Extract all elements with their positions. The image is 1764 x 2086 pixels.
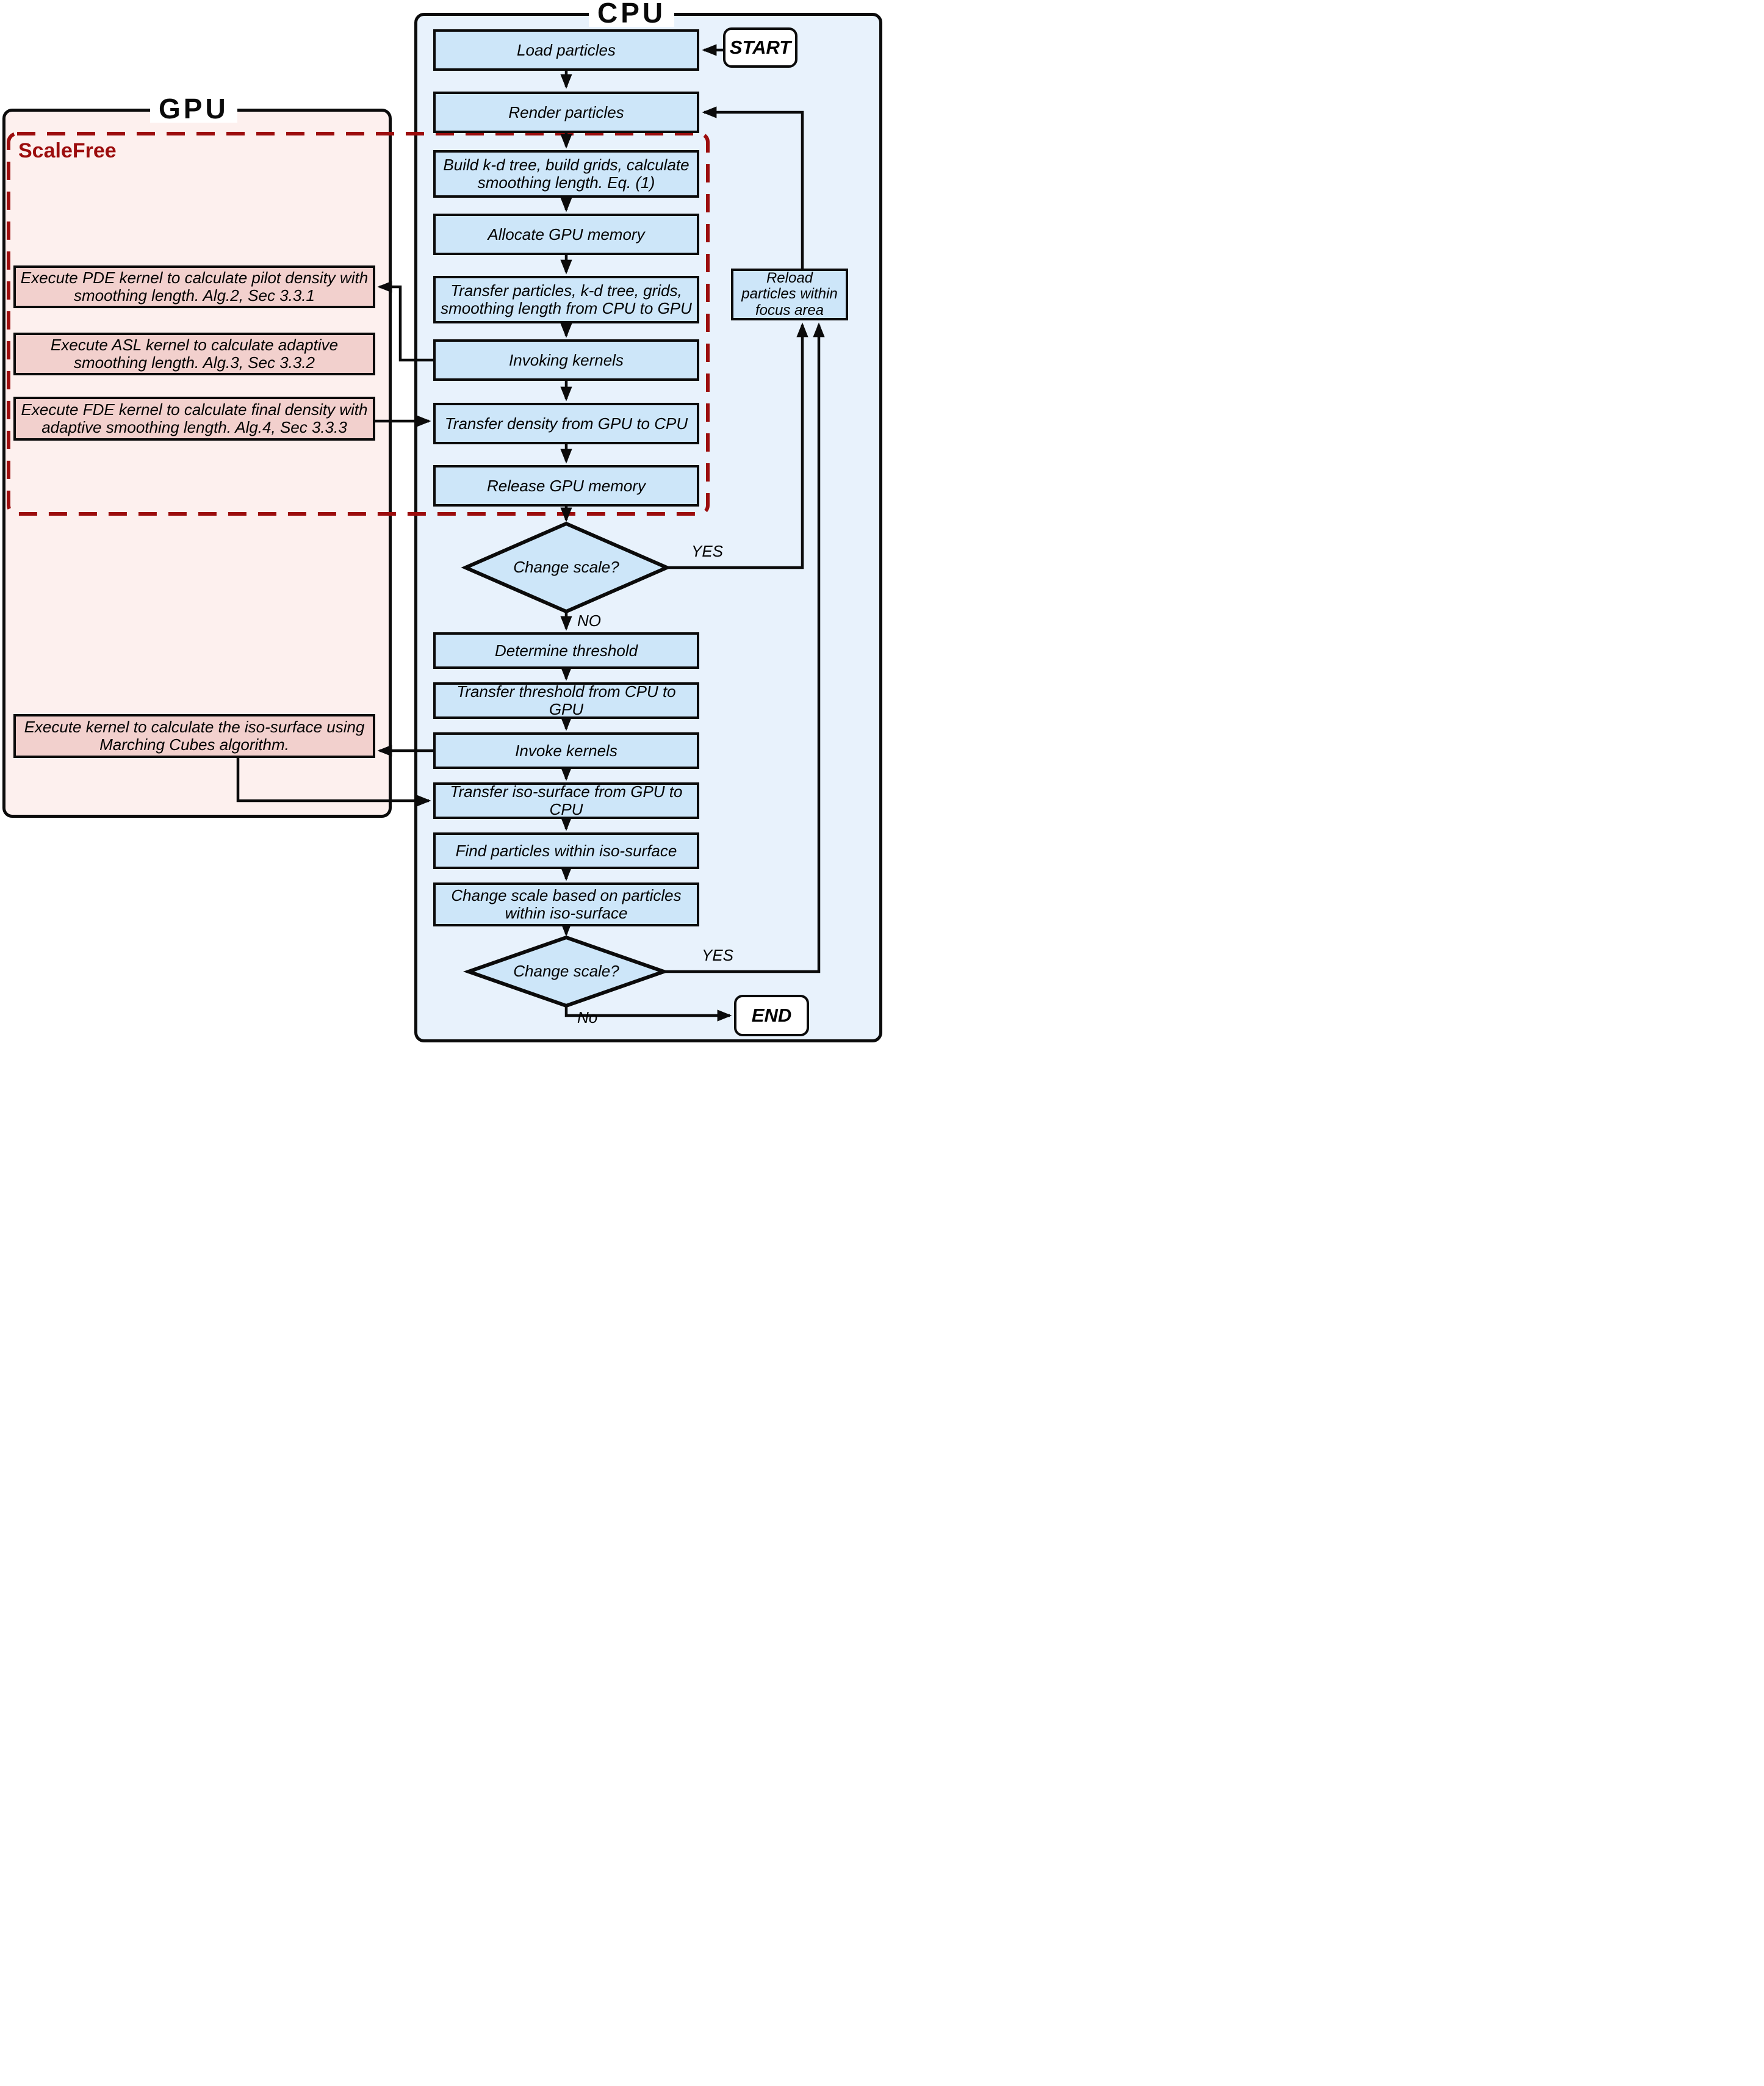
- cpu-step-invoke-kernels: Invoke kernels: [433, 732, 699, 769]
- cpu-step-reload-particles: Reload particles within focus area: [731, 269, 848, 320]
- cpu-step-transfer-density: Transfer density from GPU to CPU: [433, 403, 699, 444]
- cpu-step-transfer-isosurface: Transfer iso-surface from GPU to CPU: [433, 782, 699, 819]
- scalefree-dashed-region: [7, 132, 710, 516]
- gpu-step-asl-kernel: Execute ASL kernel to calculate adaptive…: [13, 333, 375, 375]
- cpu-step-change-scale-based: Change scale based on particles within i…: [433, 882, 699, 926]
- gpu-step-fde-kernel: Execute FDE kernel to calculate final de…: [13, 397, 375, 441]
- cpu-step-invoking-kernels: Invoking kernels: [433, 339, 699, 381]
- connector-yes-1: [667, 322, 808, 569]
- cpu-step-build-kd-tree: Build k-d tree, build grids, calculate s…: [433, 150, 699, 198]
- decision-1-no-label: NO: [577, 612, 601, 630]
- cpu-step-determine-threshold: Determine threshold: [433, 632, 699, 669]
- gpu-container: [2, 109, 392, 818]
- cpu-step-release-gpu-memory: Release GPU memory: [433, 465, 699, 507]
- decision-diamond-1: [461, 521, 672, 614]
- gpu-step-marching-cubes: Execute kernel to calculate the iso-surf…: [13, 714, 375, 758]
- connector-invoking-to-pde: [377, 281, 433, 362]
- decision-1-label: Change scale?: [513, 558, 619, 576]
- cpu-step-find-particles: Find particles within iso-surface: [433, 832, 699, 869]
- connector-mc-to-isosurface: [236, 758, 431, 807]
- connector-reload-to-render: [702, 106, 804, 269]
- end-terminal: END: [734, 995, 809, 1036]
- cpu-step-load-particles: Load particles: [433, 29, 699, 71]
- cpu-step-transfer-particles: Transfer particles, k-d tree, grids, smo…: [433, 276, 699, 323]
- flowchart-canvas: GPU CPU ScaleFree: [0, 0, 882, 1043]
- start-terminal: START: [723, 27, 797, 68]
- cpu-step-render-particles: Render particles: [433, 92, 699, 133]
- decision-2-no-label: No: [577, 1008, 598, 1027]
- scalefree-label: ScaleFree: [18, 139, 117, 162]
- decision-2-label: Change scale?: [513, 962, 619, 980]
- connector-no-2: [564, 1006, 732, 1022]
- decision-diamond-2: [463, 935, 670, 1008]
- decision-2-yes-label: YES: [702, 946, 734, 964]
- connector-yes-2: [664, 322, 825, 973]
- gpu-step-pde-kernel: Execute PDE kernel to calculate pilot de…: [13, 265, 375, 308]
- gpu-title: GPU: [150, 95, 237, 123]
- cpu-step-transfer-threshold: Transfer threshold from CPU to GPU: [433, 682, 699, 719]
- cpu-step-allocate-gpu-memory: Allocate GPU memory: [433, 214, 699, 255]
- cpu-title: CPU: [589, 0, 675, 27]
- decision-1-yes-label: YES: [691, 542, 724, 560]
- flow-connectors: [7, 44, 825, 1022]
